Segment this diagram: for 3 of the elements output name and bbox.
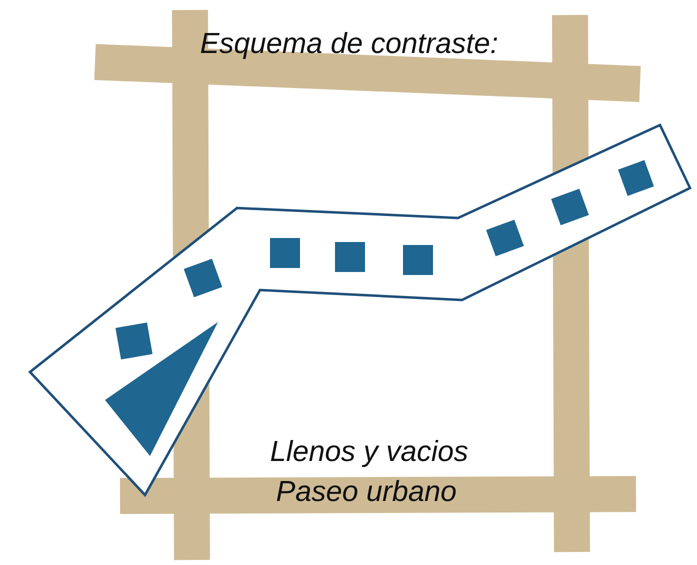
caption-text: Paseo urbano [276, 476, 457, 509]
caption-text: Llenos y vacios [270, 436, 468, 469]
title-text: Esquema de contraste: [200, 28, 498, 61]
